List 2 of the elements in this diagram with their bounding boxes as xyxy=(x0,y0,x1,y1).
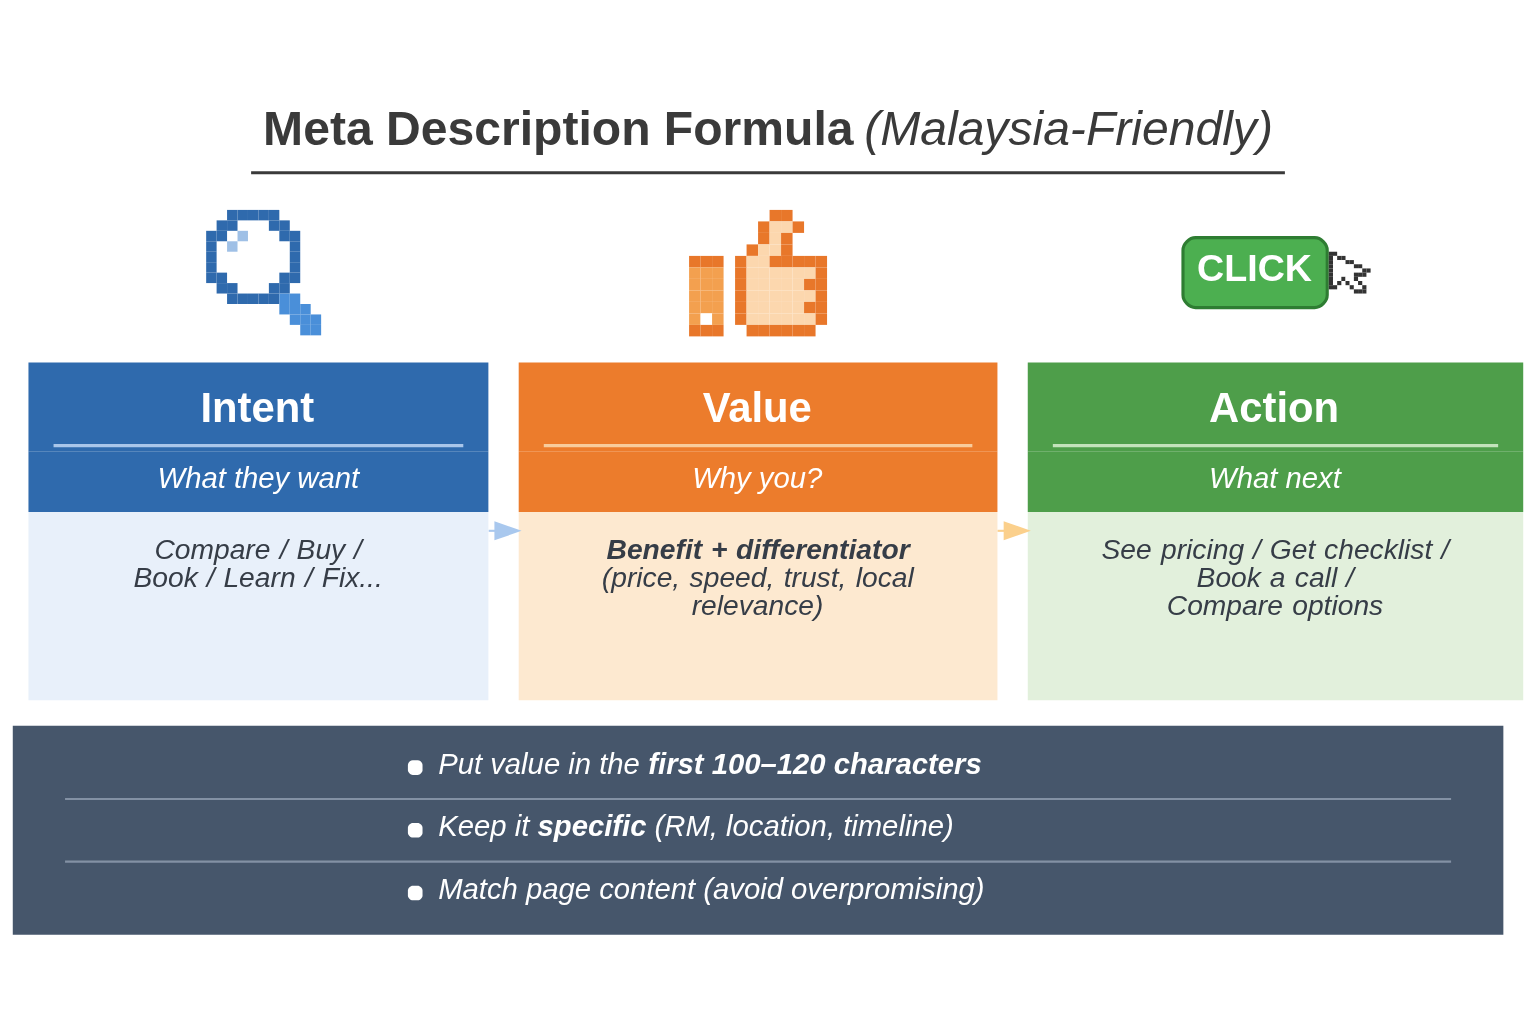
diagram-title: Meta Description Formula (Malaysia-Friendly) xyxy=(263,100,1273,155)
label: CLICK xyxy=(1197,246,1313,289)
